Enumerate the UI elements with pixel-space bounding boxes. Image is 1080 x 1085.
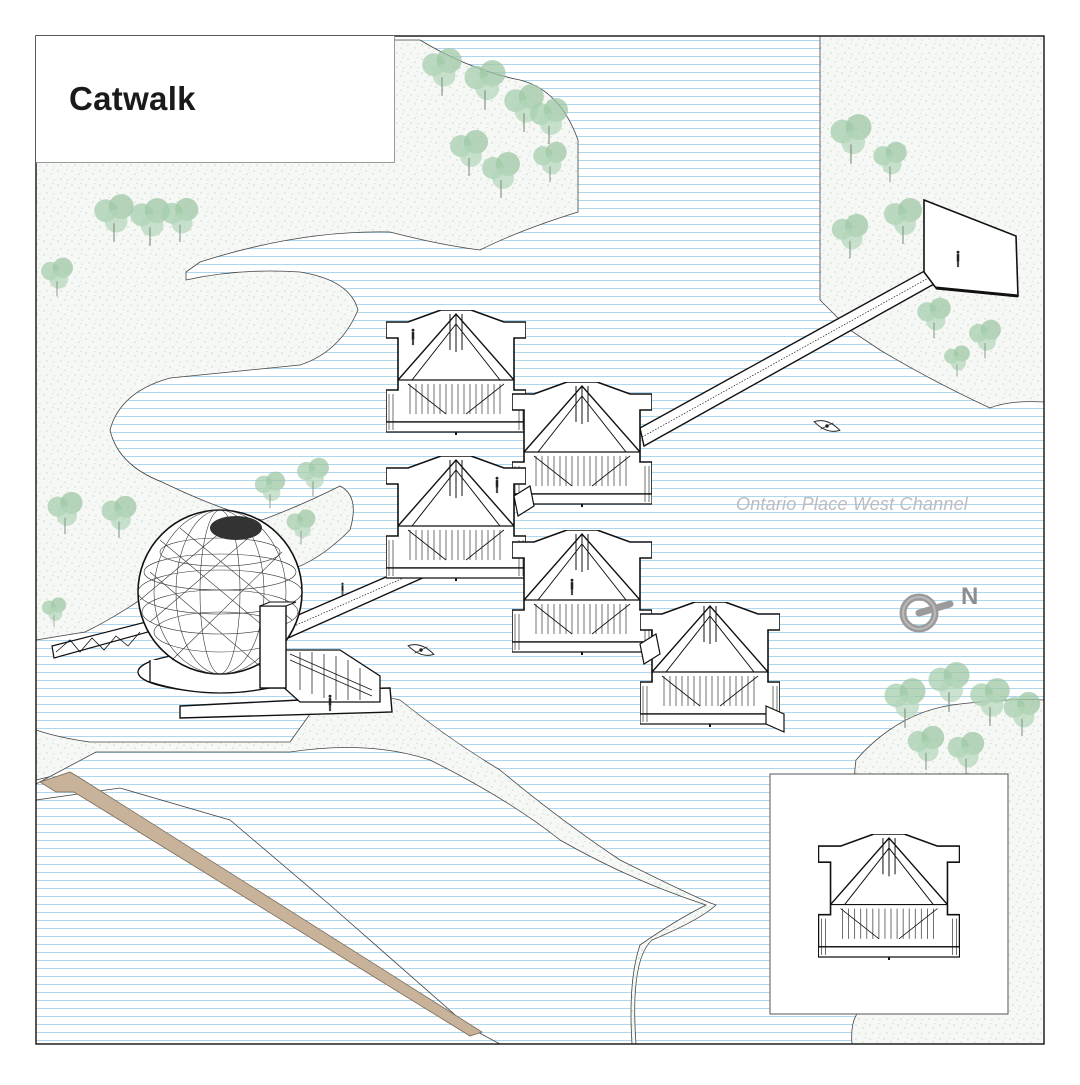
title-box: Catwalk bbox=[36, 36, 395, 163]
inset-pod bbox=[818, 834, 960, 960]
north-arrow-label: N bbox=[961, 583, 979, 610]
catwalk-pod-4 bbox=[512, 530, 652, 655]
drawing-title: Catwalk bbox=[69, 80, 196, 117]
catwalk-pod-1 bbox=[386, 310, 526, 435]
stair-tower-entrance bbox=[179, 601, 393, 719]
pod-connectors bbox=[513, 485, 785, 733]
catwalk-pod-3 bbox=[386, 456, 526, 581]
catwalk-pod-2 bbox=[512, 382, 652, 507]
breakwater-pier bbox=[39, 771, 483, 1037]
north-arrow-icon bbox=[899, 593, 954, 633]
water-body-label: Ontario Place West Channel bbox=[736, 494, 968, 514]
catwalk-pod-5 bbox=[640, 602, 780, 727]
water-basin-south bbox=[35, 747, 708, 1045]
land-west bbox=[35, 39, 579, 641]
drawing-frame bbox=[35, 35, 1045, 1045]
